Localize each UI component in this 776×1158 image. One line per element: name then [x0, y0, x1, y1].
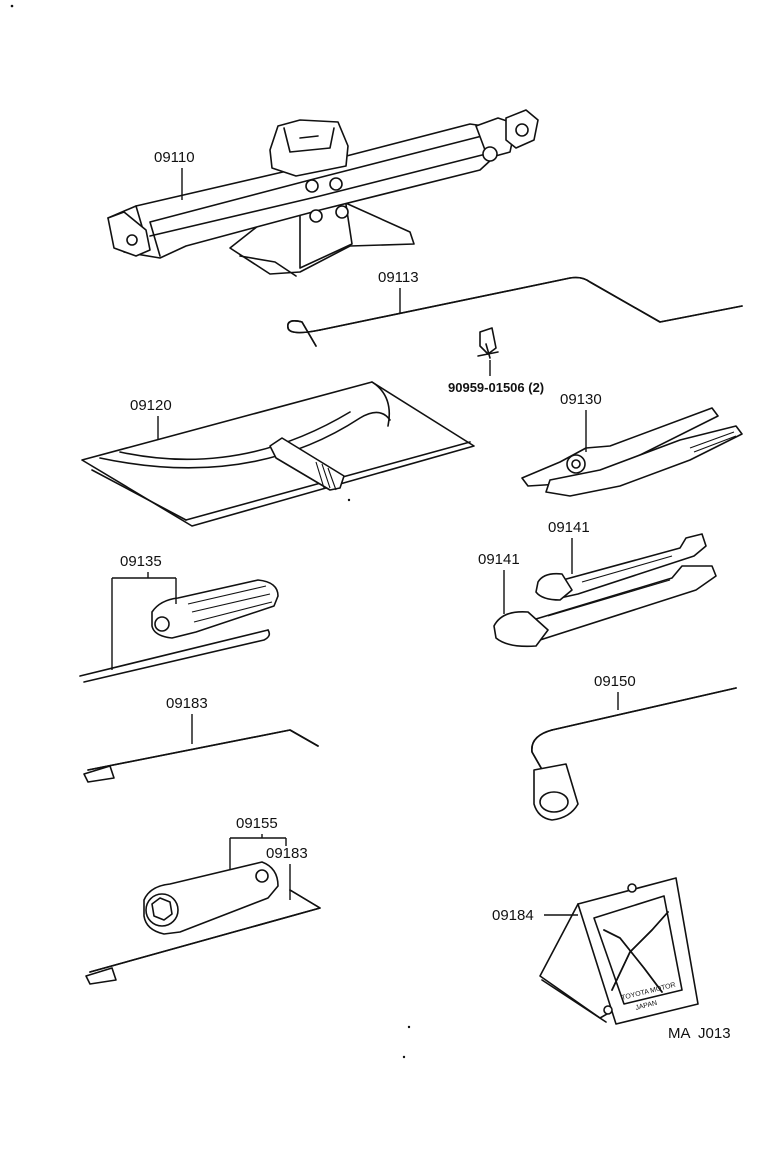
hub-nut-wrench-icon-2 [85, 889, 321, 985]
label-09135: 09135 [120, 553, 162, 570]
screwdriver-icon [79, 579, 279, 683]
plug-wrench-icon [143, 861, 279, 935]
label-09184: 09184 [492, 907, 534, 924]
label-09155: 09155 [236, 815, 278, 832]
label-09183-a: 09183 [166, 695, 208, 712]
jack-handle-icon [286, 276, 743, 347]
label-09150: 09150 [594, 673, 636, 690]
hub-nut-wrench-icon [83, 729, 319, 783]
pliers-icon [521, 407, 743, 497]
label-09110: 09110 [154, 149, 195, 166]
label-09113: 09113 [378, 269, 419, 286]
wheel-chock-icon: TOYOTA MOTOR JAPAN [539, 877, 699, 1025]
drawing-code: MA J013 [668, 1025, 731, 1042]
label-clip: 90959-01506 (2) [448, 380, 544, 395]
open-end-wrench-icon [493, 533, 717, 648]
lug-wrench-icon [531, 687, 737, 821]
label-09141-lower: 09141 [478, 551, 520, 568]
label-09130: 09130 [560, 391, 602, 408]
speckles [10, 4, 411, 1059]
label-09183-b: 09183 [266, 845, 308, 862]
clip-icon [477, 327, 499, 359]
label-09120: 09120 [130, 397, 172, 414]
scissor-jack-icon [107, 109, 539, 277]
tool-bag-icon [81, 381, 475, 527]
label-09141-upper: 09141 [548, 519, 590, 536]
